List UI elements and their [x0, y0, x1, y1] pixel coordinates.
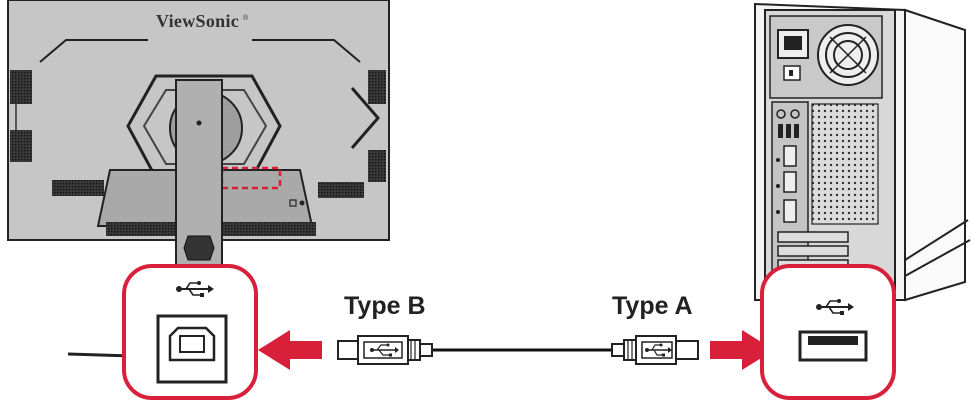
- pc-tower: [754, 2, 971, 302]
- usb-icon: [370, 343, 399, 357]
- type-a-label: Type A: [612, 292, 693, 320]
- usb-icon: [816, 299, 854, 315]
- usb-type-b-port-icon: [156, 314, 228, 384]
- usb-type-b-plug: [337, 335, 433, 365]
- type-b-label: Type B: [344, 292, 426, 320]
- arrow-icon: [258, 330, 322, 370]
- usb-icon: [176, 281, 214, 297]
- monitor-back: [7, 0, 390, 358]
- type-a-port-callout: [760, 264, 896, 400]
- usb-icon: [645, 343, 672, 357]
- brand-logo: ViewSonic: [156, 11, 239, 31]
- brand-registered-mark: ®: [243, 14, 249, 22]
- arrow-icon: [710, 330, 774, 370]
- usb-type-a-port-icon: [798, 330, 868, 362]
- type-b-port-callout: [122, 264, 258, 400]
